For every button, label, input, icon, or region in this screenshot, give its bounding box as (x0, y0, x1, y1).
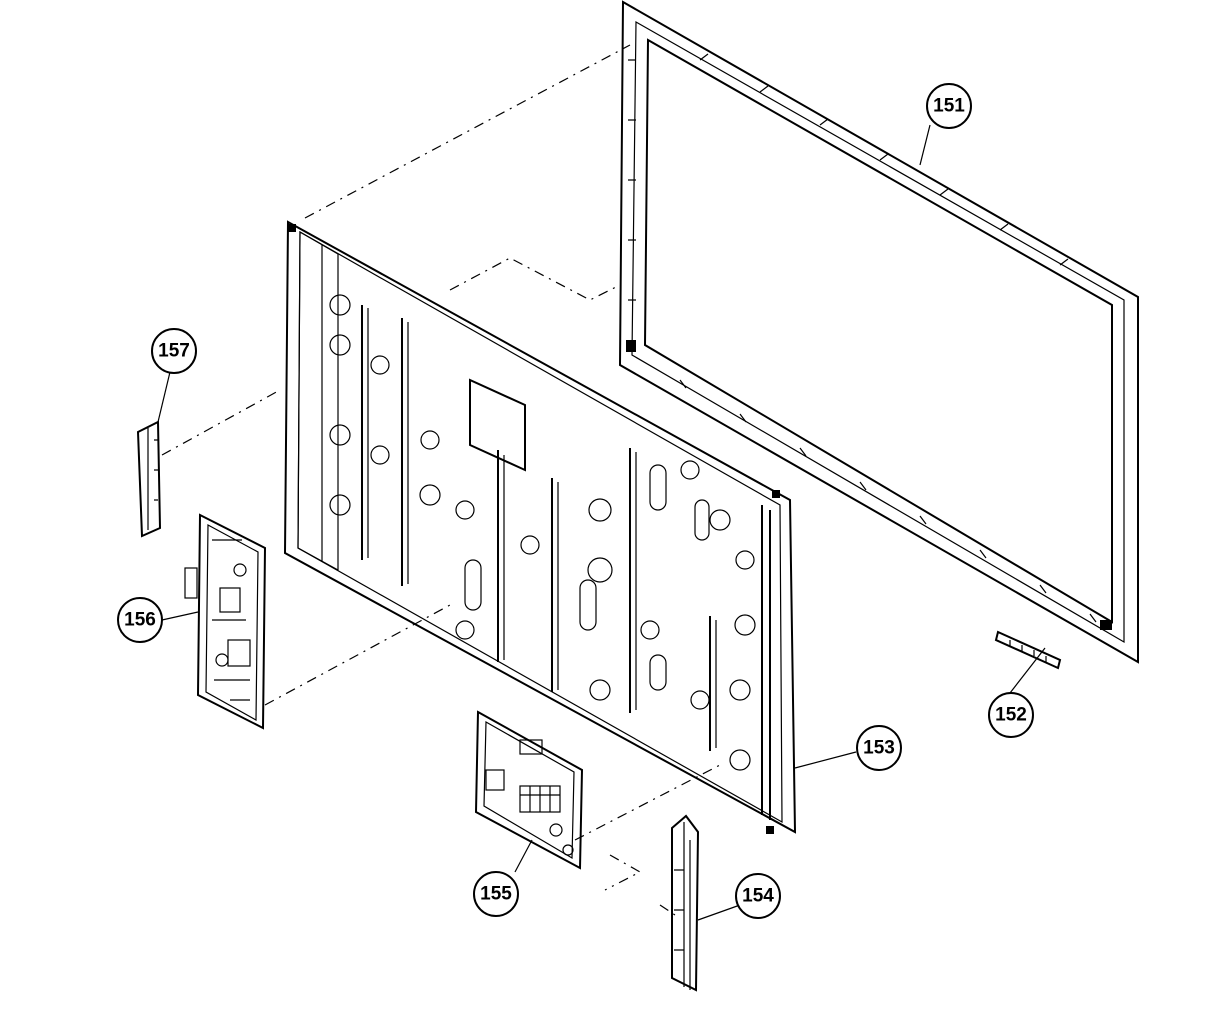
callout-label-153: 153 (863, 738, 895, 759)
callout-156: 156 (117, 597, 163, 643)
small-side-board (136, 420, 162, 538)
front-bezel-frame (618, 0, 1139, 664)
callout-label-157: 157 (158, 341, 190, 362)
callout-label-152: 152 (995, 705, 1027, 726)
small-led-board (994, 630, 1062, 670)
callout-152: 152 (988, 692, 1034, 738)
rear-chassis-panel (283, 220, 797, 834)
callout-155: 155 (473, 871, 519, 917)
callout-154: 154 (735, 873, 781, 919)
signal-board (474, 710, 584, 870)
callout-151: 151 (926, 83, 972, 129)
callout-label-151: 151 (933, 96, 965, 117)
leader-lines (157, 124, 1046, 921)
side-bracket (671, 814, 700, 992)
power-board (184, 513, 267, 730)
assembly-lines (161, 44, 721, 916)
callout-label-155: 155 (480, 884, 512, 905)
callout-label-156: 156 (124, 610, 156, 631)
callout-label-154: 154 (742, 886, 774, 907)
callout-153: 153 (856, 725, 902, 771)
callout-157: 157 (151, 328, 197, 374)
